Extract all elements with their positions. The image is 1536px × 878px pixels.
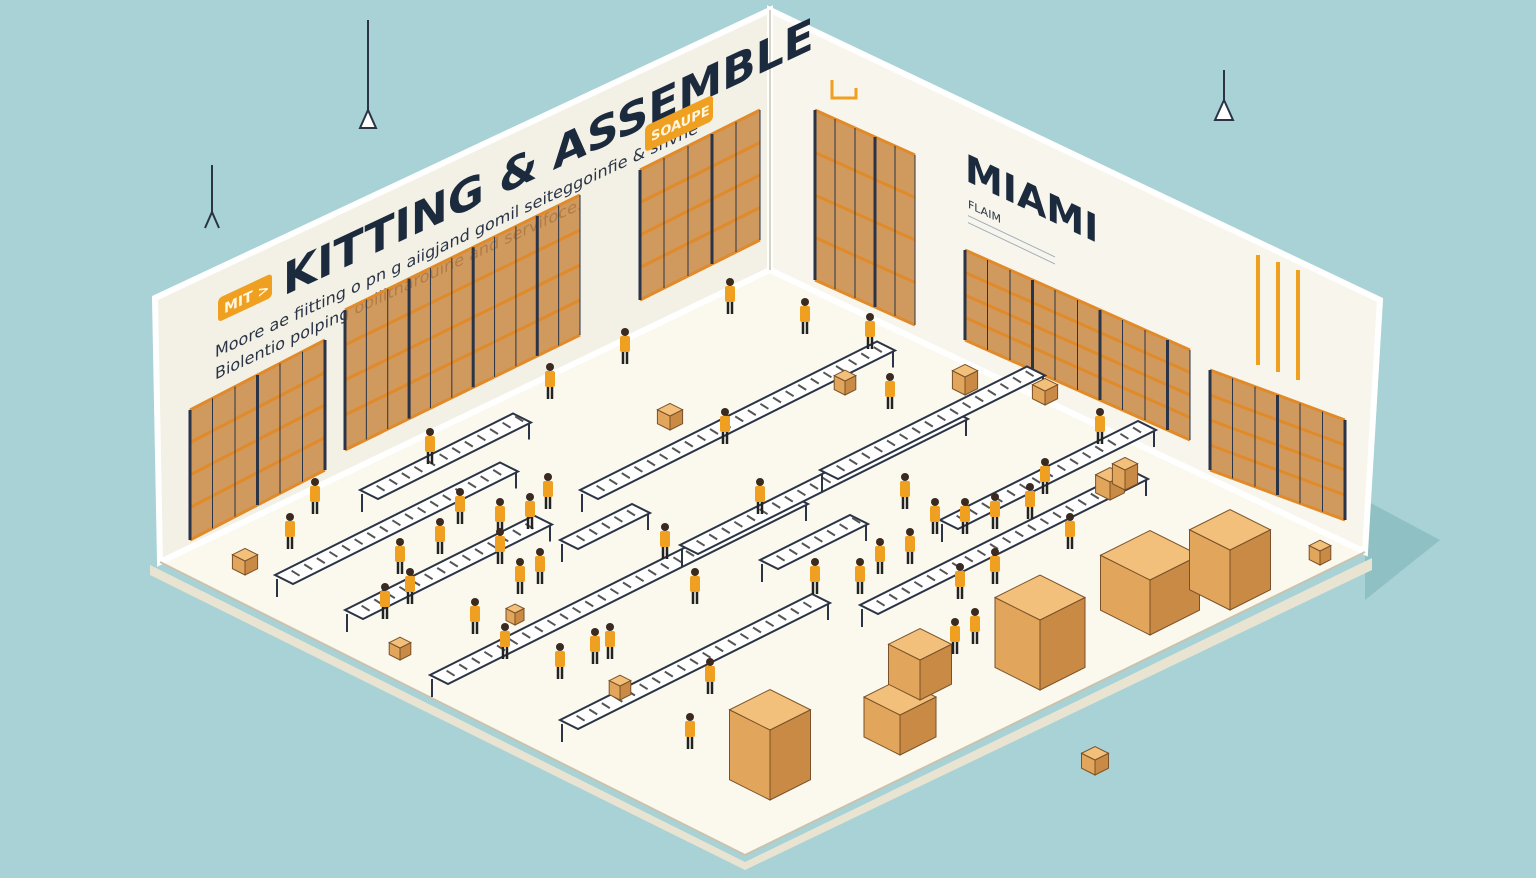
worker: [900, 473, 910, 509]
worker: [555, 643, 565, 679]
worker: [310, 478, 320, 514]
cardboard-box: [1308, 539, 1332, 566]
shelf-unit: [638, 108, 761, 302]
workers: [285, 278, 1105, 749]
worker: [395, 538, 405, 574]
ceiling-lamp-icon: [1213, 70, 1235, 121]
worker: [990, 548, 1000, 584]
cardboard-box: [608, 674, 632, 701]
worker: [875, 538, 885, 574]
worker: [905, 528, 915, 564]
worker: [865, 313, 875, 349]
worker: [380, 583, 390, 619]
ceiling-lamp-icon: [358, 20, 378, 129]
ceiling-lamp-icon: [204, 165, 220, 229]
cardboard-box: [728, 688, 812, 801]
shelf-unit: [188, 338, 327, 542]
worker: [470, 598, 480, 634]
wall-line: [968, 222, 1055, 265]
worker: [810, 558, 820, 594]
worker: [955, 563, 965, 599]
worker: [800, 298, 810, 334]
cardboard-box: [862, 678, 938, 756]
worker: [720, 408, 730, 444]
worker: [525, 493, 535, 529]
wall-pipes: [1256, 255, 1300, 380]
work-table: [757, 513, 871, 582]
worker: [705, 658, 715, 694]
worker: [500, 623, 510, 659]
floor-line: [159, 561, 746, 856]
wall-shadow: [1365, 500, 1440, 600]
wall-sign-right: [645, 95, 713, 151]
worker: [1065, 513, 1075, 549]
worker: [885, 373, 895, 409]
worker: [535, 548, 545, 584]
worker: [495, 528, 505, 564]
work-table: [557, 502, 653, 562]
worker: [285, 513, 295, 549]
shelf-unit: [1208, 368, 1347, 522]
cardboard-box: [1099, 529, 1201, 636]
shelf-unit: [343, 193, 581, 452]
worker: [590, 628, 600, 664]
wall-sign-left: [218, 274, 272, 321]
cardboard-box: [1031, 377, 1059, 406]
worker: [930, 498, 940, 534]
worker: [620, 328, 630, 364]
worker: [690, 568, 700, 604]
shelf-unit: [963, 248, 1191, 442]
worker: [1040, 458, 1050, 494]
cardboard-box: [951, 363, 979, 396]
worker: [1095, 408, 1105, 444]
worker: [960, 498, 970, 534]
cardboard-box: [993, 574, 1087, 691]
worker: [1025, 483, 1035, 519]
worker: [950, 618, 960, 654]
cardboard-box: [504, 603, 526, 626]
cardboard-box: [1111, 456, 1139, 491]
work-tables: [272, 340, 1159, 742]
worker: [685, 713, 695, 749]
worker: [425, 428, 435, 464]
worker: [755, 478, 765, 514]
work-table: [577, 340, 898, 512]
worker: [605, 623, 615, 659]
worker: [855, 558, 865, 594]
cardboard-box: [833, 369, 857, 396]
wall-bracket-icon: [830, 80, 858, 100]
worker: [970, 608, 980, 644]
worker: [515, 558, 525, 594]
worker: [405, 568, 415, 604]
cardboard-box: [1080, 745, 1110, 776]
worker: [495, 498, 505, 534]
cardboard-box: [388, 636, 412, 661]
cardboard-box: [1188, 508, 1272, 611]
worker: [543, 473, 553, 509]
wall-line: [968, 215, 1055, 258]
worker: [990, 493, 1000, 529]
cardboard-box: [231, 547, 259, 576]
shelf-unit: [813, 108, 916, 327]
floor: [160, 270, 1365, 855]
cardboard-boxes: [231, 363, 1332, 801]
worker: [545, 363, 555, 399]
worker: [725, 278, 735, 314]
floor-line: [744, 551, 1366, 856]
cardboard-box: [887, 627, 953, 701]
shelving-units: [188, 108, 1347, 542]
worker: [435, 518, 445, 554]
worker: [660, 523, 670, 559]
worker: [455, 488, 465, 524]
cardboard-box: [656, 402, 684, 431]
